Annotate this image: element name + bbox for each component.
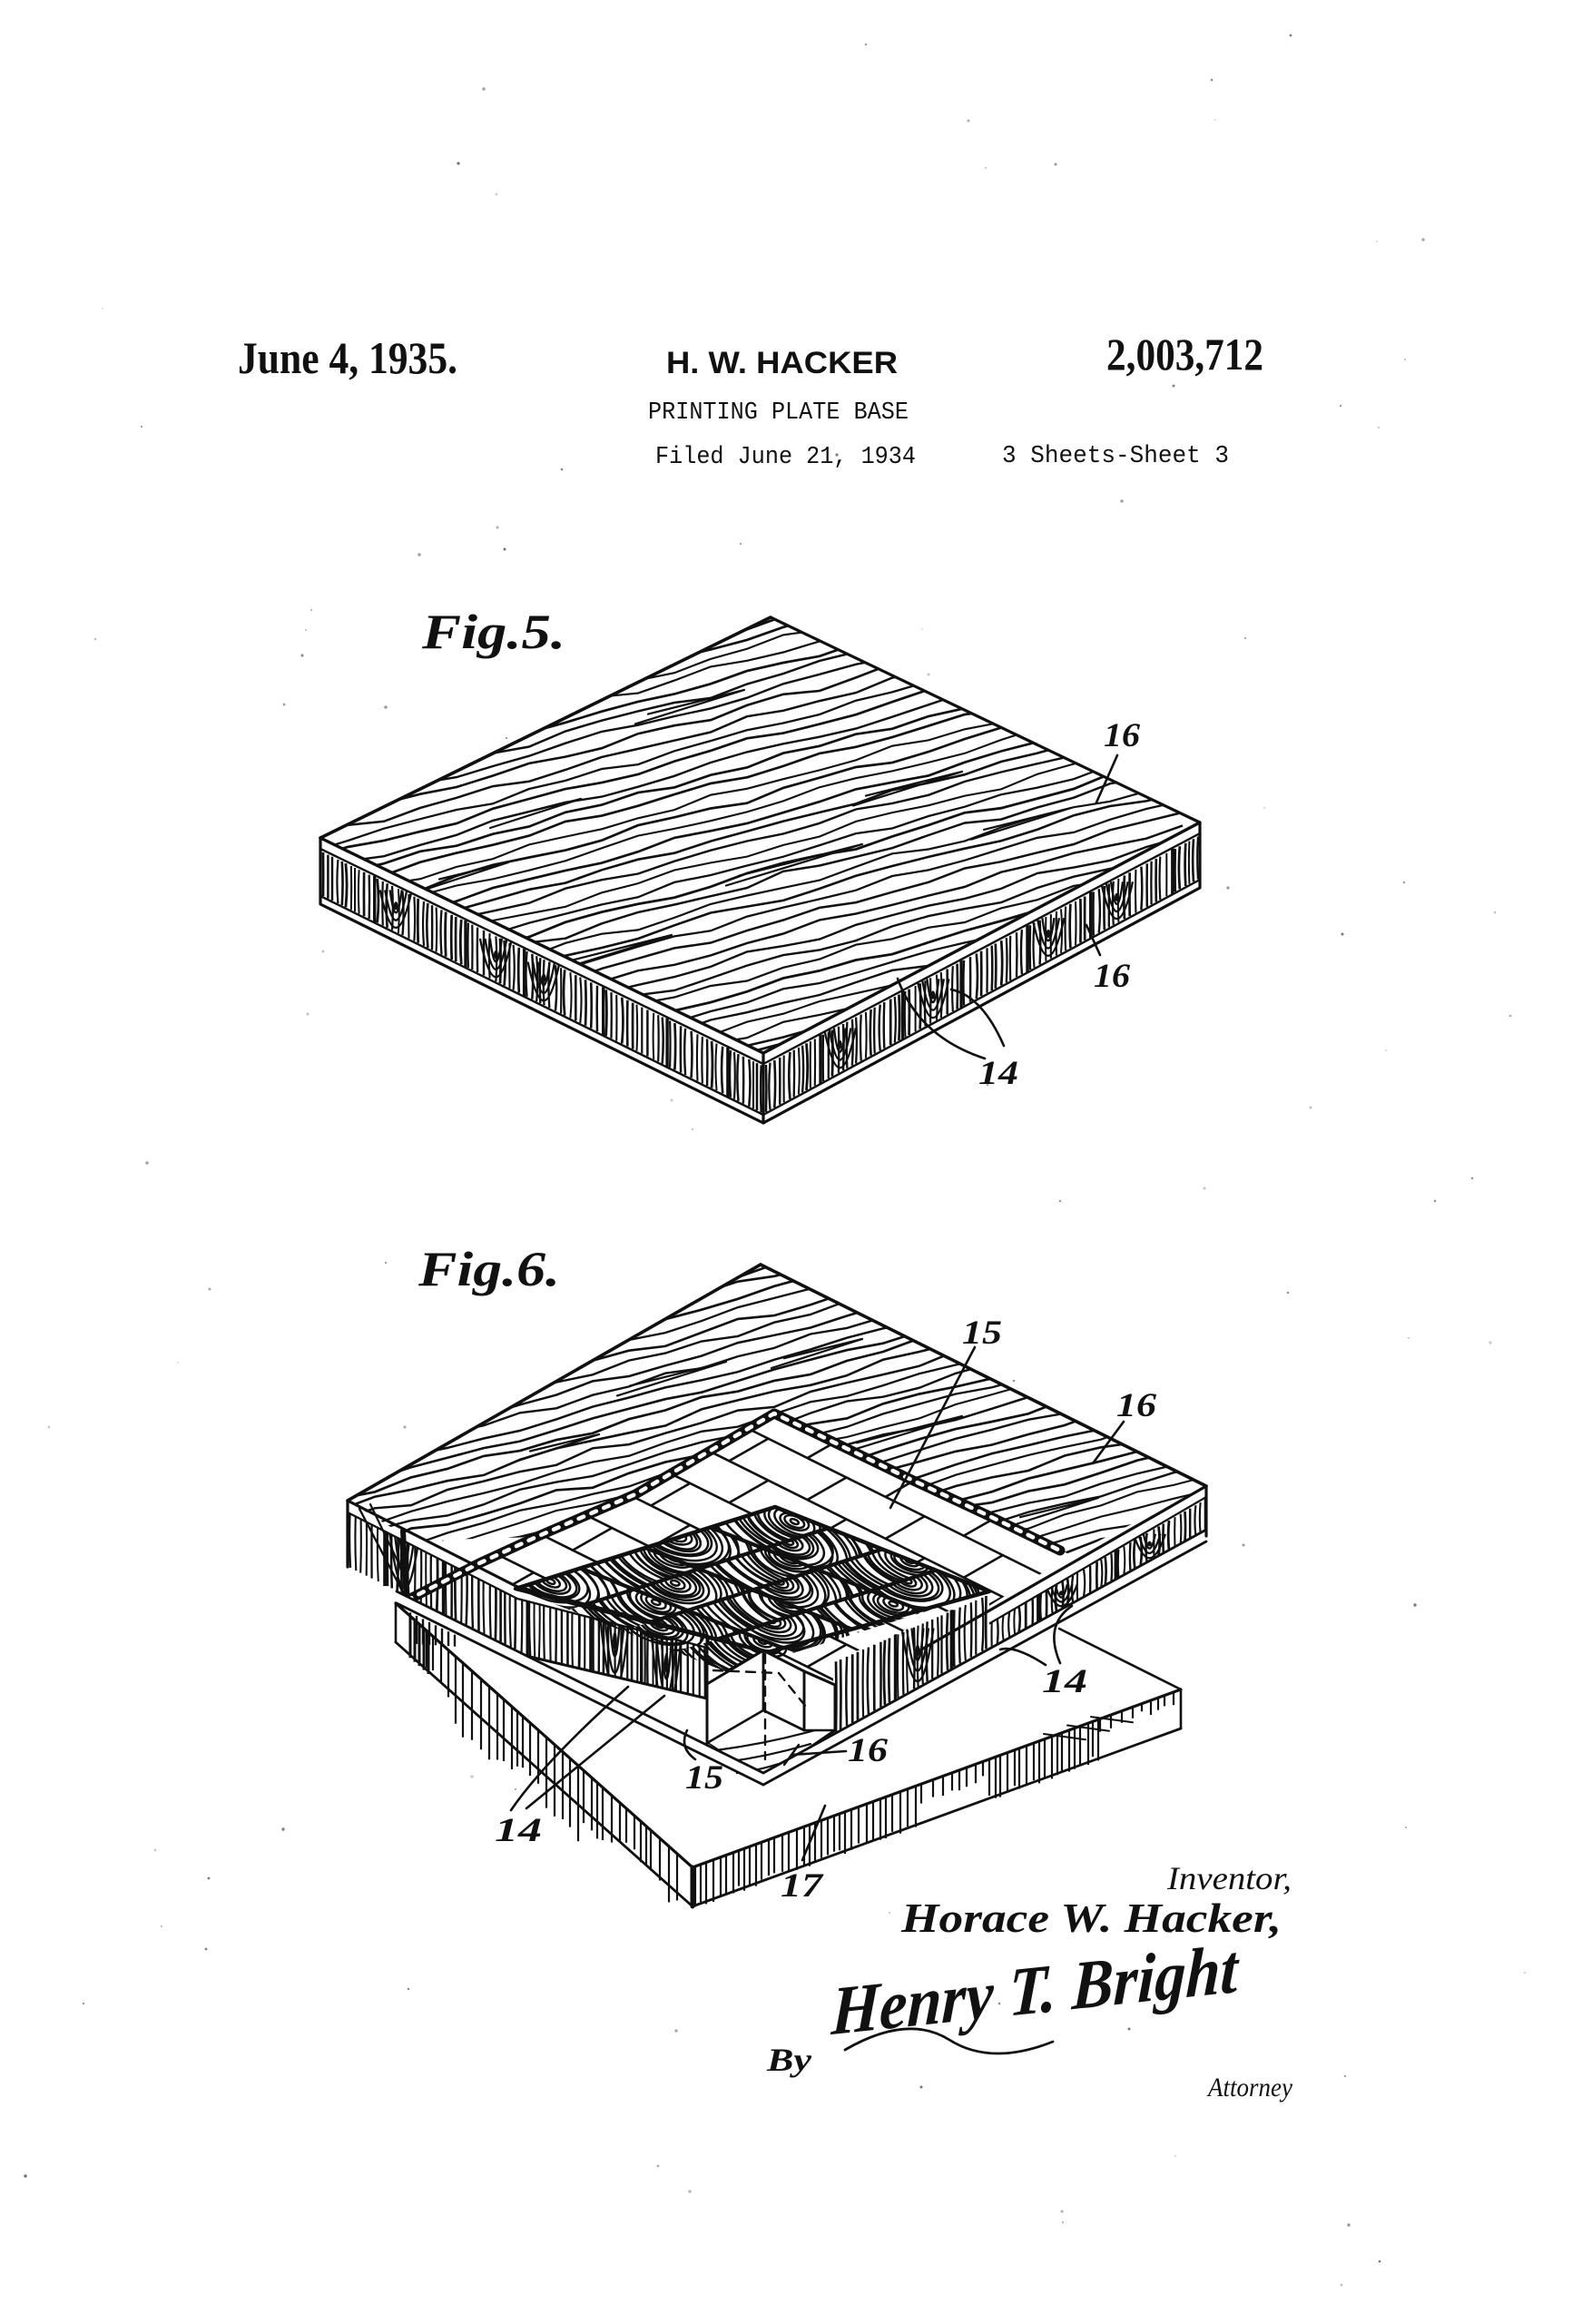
svg-text:15: 15 bbox=[685, 1759, 723, 1797]
svg-text:14: 14 bbox=[1042, 1663, 1087, 1700]
svg-text:H. W. HACKER: H. W. HACKER bbox=[666, 346, 898, 380]
svg-text:14: 14 bbox=[978, 1055, 1018, 1092]
svg-text:Filed June 21, 1934: Filed June 21, 1934 bbox=[655, 444, 916, 471]
svg-text:16: 16 bbox=[1104, 717, 1141, 754]
svg-text:16: 16 bbox=[848, 1732, 889, 1769]
svg-text:16: 16 bbox=[1116, 1387, 1157, 1424]
svg-text:June 4, 1935.: June 4, 1935. bbox=[238, 332, 457, 383]
svg-text:Horace W. Hacker,: Horace W. Hacker, bbox=[900, 1895, 1282, 1941]
svg-text:2,003,712: 2,003,712 bbox=[1106, 329, 1263, 379]
svg-text:Attorney: Attorney bbox=[1206, 2073, 1292, 2102]
svg-text:Fig.5.: Fig.5. bbox=[421, 605, 565, 659]
svg-text:Inventor,: Inventor, bbox=[1166, 1860, 1292, 1896]
svg-text:Fig.6.: Fig.6. bbox=[418, 1242, 560, 1296]
svg-text:3 Sheets-Sheet 3: 3 Sheets-Sheet 3 bbox=[1002, 443, 1229, 470]
svg-text:16: 16 bbox=[1094, 958, 1131, 995]
svg-text:14: 14 bbox=[495, 1812, 542, 1849]
svg-text:By: By bbox=[766, 2042, 812, 2078]
svg-text:PRINTING PLATE BASE: PRINTING PLATE BASE bbox=[648, 399, 909, 427]
svg-text:17: 17 bbox=[781, 1867, 824, 1905]
svg-text:15: 15 bbox=[962, 1315, 1002, 1352]
